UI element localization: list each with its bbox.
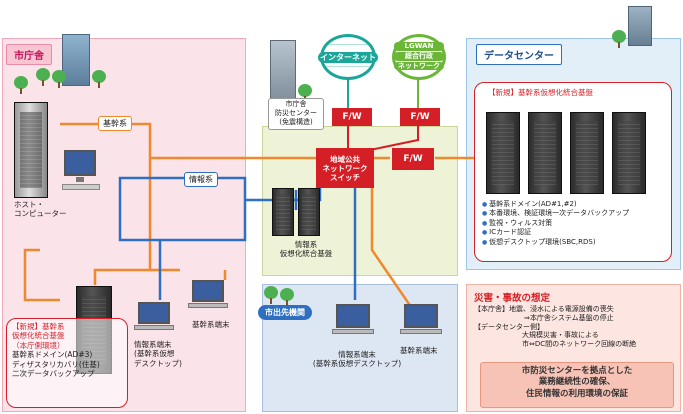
city-hall-label: 市庁舎	[6, 44, 52, 65]
disaster-scenarios: 【本庁舎】地震、浸水による電源設備の喪失 ⇒本庁舎システム基盤の停止 【データセ…	[474, 305, 637, 348]
dc-bullet: 仮想デスクトップ環境(SBC,RDS)	[482, 238, 629, 247]
dc-bullet: ICカード認証	[482, 228, 629, 237]
branch-johokei-terminal-label: 情報系端末 (基幹系仮想デスクトップ)	[312, 350, 402, 369]
dc-bullet: 基幹系ドメイン(AD#1,#2)	[482, 200, 629, 209]
blue-loop-johokei	[118, 176, 247, 242]
johokei-tag: 情報系	[184, 172, 218, 187]
data-center-label: データセンター	[476, 44, 562, 65]
branch-kanjikei-terminal-label: 基幹系端末	[400, 346, 438, 355]
dc-server-rack-icon	[612, 112, 646, 194]
city-new-platform-box	[6, 318, 128, 408]
dc-bullet-list: 基幹系ドメイン(AD#1,#2) 本番環境、検証環境一次データバックアップ 監視…	[482, 200, 629, 247]
laptop-base	[188, 303, 228, 308]
tree-icon	[612, 30, 626, 48]
fw-lgwan-switch-link	[369, 126, 419, 151]
bousai-building-icon	[270, 40, 296, 102]
keyboard-icon	[62, 184, 100, 190]
laptop-icon	[138, 302, 170, 324]
tree-icon	[52, 70, 66, 88]
orange-line-to-branch-kanjikei	[370, 185, 422, 321]
tree-icon	[36, 68, 50, 86]
laptop-base	[332, 329, 374, 334]
desktop-monitor-icon	[64, 150, 96, 176]
bousai-label-box	[268, 98, 324, 130]
city-johokei-terminal-label: 情報系端末 (基幹系仮想 デスクトップ)	[134, 340, 182, 368]
dc-server-rack-icon	[528, 112, 562, 194]
tree-icon	[280, 288, 294, 306]
laptop-icon	[192, 280, 224, 302]
city-kanjikei-terminal-label: 基幹系端末	[192, 320, 230, 329]
laptop-icon	[404, 304, 438, 328]
disaster-summary: 市防災センターを拠点とした 業務継続性の確保、 住民情報の利用環境の保証	[521, 366, 633, 399]
desktop-stand	[76, 177, 84, 182]
bousai-johokei-platform-label: 情報系 仮想化統合基盤	[279, 240, 333, 259]
bousai-label: 市庁舎 防災センター (免震構造)	[275, 100, 317, 126]
firewall-lgwan: F/W	[400, 108, 440, 126]
dc-server-rack-icon	[570, 112, 604, 194]
host-computer-label: ホスト・ コンピューター	[14, 200, 67, 219]
tree-icon	[264, 286, 278, 304]
firewall-datacenter: F/W	[392, 148, 434, 170]
host-computer-icon	[14, 102, 48, 198]
disaster-title: 災害・事故の想定	[474, 293, 551, 304]
orange-line-left-loop	[23, 248, 60, 302]
regional-network-switch: 地域公共 ネットワーク スイッチ	[316, 148, 374, 188]
datacenter-building-icon	[628, 6, 652, 46]
city-hall-building-icon	[62, 34, 90, 86]
city-new-platform-text: 【新規】基幹系 仮想化統合基盤 （本庁側環境） 基幹系ドメイン(AD#3) ディ…	[12, 322, 100, 378]
tree-icon	[14, 76, 28, 94]
bousai-server-rack-icon	[298, 188, 320, 236]
dc-bullet: 監視・ウィルス対策	[482, 219, 629, 228]
branch-label: 市出先機関	[258, 305, 312, 320]
orange-line-down-left	[93, 158, 152, 285]
laptop-icon	[336, 304, 370, 328]
laptop-base	[400, 329, 442, 334]
dc-bullet: 本番環境、検証環境一次データバックアップ	[482, 209, 629, 218]
lgwan-label: LGWAN 総合行政 ネットワーク	[394, 42, 444, 71]
dc-new-platform-title: 【新規】基幹系仮想化統合基盤	[488, 88, 593, 97]
kanjikei-tag: 基幹系	[98, 116, 132, 131]
firewall-internet: F/W	[332, 108, 372, 126]
disaster-summary-box	[480, 362, 674, 408]
laptop-base	[134, 325, 174, 330]
bousai-server-rack-icon	[272, 188, 294, 236]
dc-server-rack-icon	[486, 112, 520, 194]
tree-icon	[92, 70, 106, 88]
internet-label: インターネット	[318, 52, 378, 63]
